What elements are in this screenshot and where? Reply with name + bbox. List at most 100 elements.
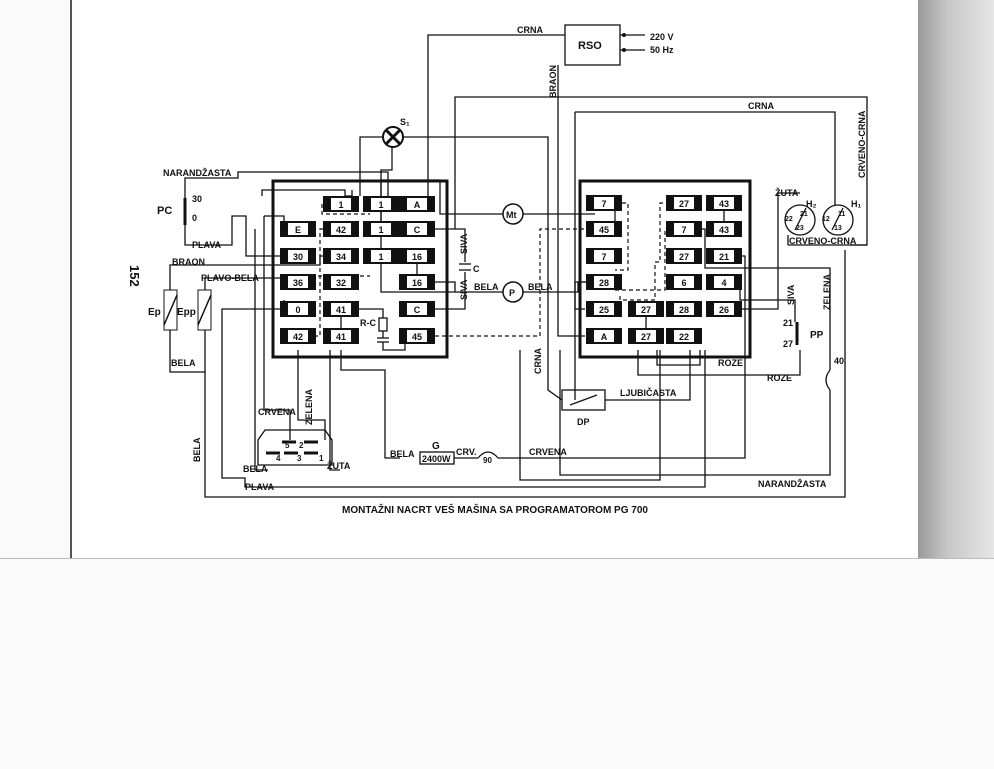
dp-switch bbox=[561, 389, 606, 411]
label-crna: CRNA bbox=[517, 25, 543, 35]
label-bela-p1: BELA bbox=[474, 282, 499, 292]
svg-text:A: A bbox=[601, 332, 608, 342]
svg-text:34: 34 bbox=[336, 252, 346, 262]
svg-text:C: C bbox=[414, 305, 421, 315]
heater-power-label: 2400W bbox=[422, 454, 451, 464]
label-crvena-m: CRVENA bbox=[258, 407, 296, 417]
terminal-1: 1 bbox=[363, 196, 399, 212]
motor-pin-4: 4 bbox=[276, 454, 281, 463]
label-crvena-g: CRVENA bbox=[529, 447, 567, 457]
pump-icon bbox=[502, 281, 524, 303]
label-plava: PLAVA bbox=[192, 240, 222, 250]
svg-text:27: 27 bbox=[679, 252, 689, 262]
terminal-7: 7 bbox=[586, 195, 622, 211]
terminal-27: 27 bbox=[628, 301, 664, 317]
svg-text:27: 27 bbox=[641, 305, 651, 315]
svg-text:C: C bbox=[414, 225, 421, 235]
diagram-title: MONTAŽNI NACRT VEŠ MAŠINA SA PROGRAMATOR… bbox=[342, 503, 648, 516]
pp-21-label: 21 bbox=[783, 318, 793, 328]
h2-pin-23: 23 bbox=[796, 225, 804, 232]
svg-text:30: 30 bbox=[293, 252, 303, 262]
svg-text:A: A bbox=[414, 200, 421, 210]
terminal-43: 43 bbox=[706, 195, 742, 211]
left-programmer-block bbox=[271, 179, 449, 359]
label-bela-g: BELA bbox=[390, 449, 415, 459]
svg-text:7: 7 bbox=[601, 199, 606, 209]
svg-text:7: 7 bbox=[681, 225, 686, 235]
scan-lower-area bbox=[0, 558, 994, 769]
epp-label: Epp bbox=[177, 307, 196, 318]
terminal-26: 26 bbox=[706, 301, 742, 317]
pp-27-label: 27 bbox=[783, 339, 793, 349]
label-zelena-r: ZELENA bbox=[822, 273, 832, 310]
terminal-1: 1 bbox=[363, 221, 399, 237]
svg-text:4: 4 bbox=[721, 278, 726, 288]
terminal-4: 4 bbox=[706, 274, 742, 290]
svg-text:22: 22 bbox=[679, 332, 689, 342]
terminal-C: C bbox=[399, 301, 435, 317]
terminal-45: 45 bbox=[399, 328, 435, 344]
label-zuta-m: ŽUTA bbox=[327, 460, 351, 471]
terminal-28: 28 bbox=[666, 301, 702, 317]
label-crna-2: CRNA bbox=[748, 101, 774, 111]
terminal-30: 30 bbox=[280, 248, 316, 264]
label-zelena-m: ZELENA bbox=[304, 388, 314, 425]
pc-0-label: 0 bbox=[192, 213, 197, 223]
svg-text:32: 32 bbox=[336, 278, 346, 288]
terminal-25: 25 bbox=[586, 301, 622, 317]
svg-text:45: 45 bbox=[412, 332, 422, 342]
capacitor-label: C bbox=[473, 264, 480, 274]
ep-label: Ep bbox=[148, 307, 161, 318]
h1-pin-13: 13 bbox=[834, 225, 842, 232]
svg-text:28: 28 bbox=[679, 305, 689, 315]
svg-text:42: 42 bbox=[293, 332, 303, 342]
motor-pin-2: 2 bbox=[299, 441, 304, 450]
svg-text:1: 1 bbox=[338, 200, 343, 210]
terminal-45: 45 bbox=[586, 221, 622, 237]
right-programmer-block bbox=[578, 179, 752, 359]
terminal-7: 7 bbox=[666, 221, 702, 237]
h2-label: H₂ bbox=[806, 199, 817, 209]
terminal-1: 1 bbox=[363, 248, 399, 264]
svg-text:27: 27 bbox=[679, 199, 689, 209]
pc-label: PC bbox=[157, 205, 172, 217]
rc-label: R-C bbox=[360, 318, 376, 328]
svg-text:6: 6 bbox=[681, 278, 686, 288]
label-bela-m: BELA bbox=[243, 464, 268, 474]
scan-left-margin bbox=[0, 0, 72, 558]
terminal-6: 6 bbox=[666, 274, 702, 290]
label-crv: CRV. bbox=[456, 447, 477, 457]
label-bela-v: BELA bbox=[192, 437, 202, 462]
terminal-1: 1 bbox=[323, 196, 359, 212]
svg-text:0: 0 bbox=[295, 305, 300, 315]
svg-text:42: 42 bbox=[336, 225, 346, 235]
label-crveno-crna: CRVENO-CRNA bbox=[789, 236, 857, 246]
label-siva-r: SIVA bbox=[786, 284, 796, 305]
terminal-7: 7 bbox=[586, 248, 622, 264]
label-plava-m: PLAVA bbox=[245, 482, 275, 492]
terminal-32: 32 bbox=[323, 274, 359, 290]
label-bela-p2: BELA bbox=[528, 282, 553, 292]
terminal-0: 0 bbox=[280, 301, 316, 317]
mt-label: Mt bbox=[506, 210, 517, 220]
svg-text:1: 1 bbox=[378, 225, 383, 235]
h1-pin-12: 12 bbox=[822, 216, 830, 223]
label-ljubicasta: LJUBIČASTA bbox=[620, 387, 677, 398]
terminal-16: 16 bbox=[399, 248, 435, 264]
label-plavo-bela: PLAVO-BELA bbox=[201, 273, 259, 283]
pc-30-label: 30 bbox=[192, 194, 202, 204]
lamp-label: S₁ bbox=[400, 117, 410, 127]
h2-pin-22: 22 bbox=[785, 216, 793, 223]
svg-text:43: 43 bbox=[719, 225, 729, 235]
label-roze-2: ROZE bbox=[767, 373, 792, 383]
svg-text:21: 21 bbox=[719, 252, 729, 262]
terminal-27: 27 bbox=[666, 248, 702, 264]
svg-text:36: 36 bbox=[293, 278, 303, 288]
label-siva-1: SIVA bbox=[459, 233, 469, 254]
terminal-27: 27 bbox=[666, 195, 702, 211]
page-number: 152 bbox=[127, 265, 142, 287]
rso-label: RSO bbox=[578, 40, 602, 52]
svg-text:7: 7 bbox=[601, 252, 606, 262]
